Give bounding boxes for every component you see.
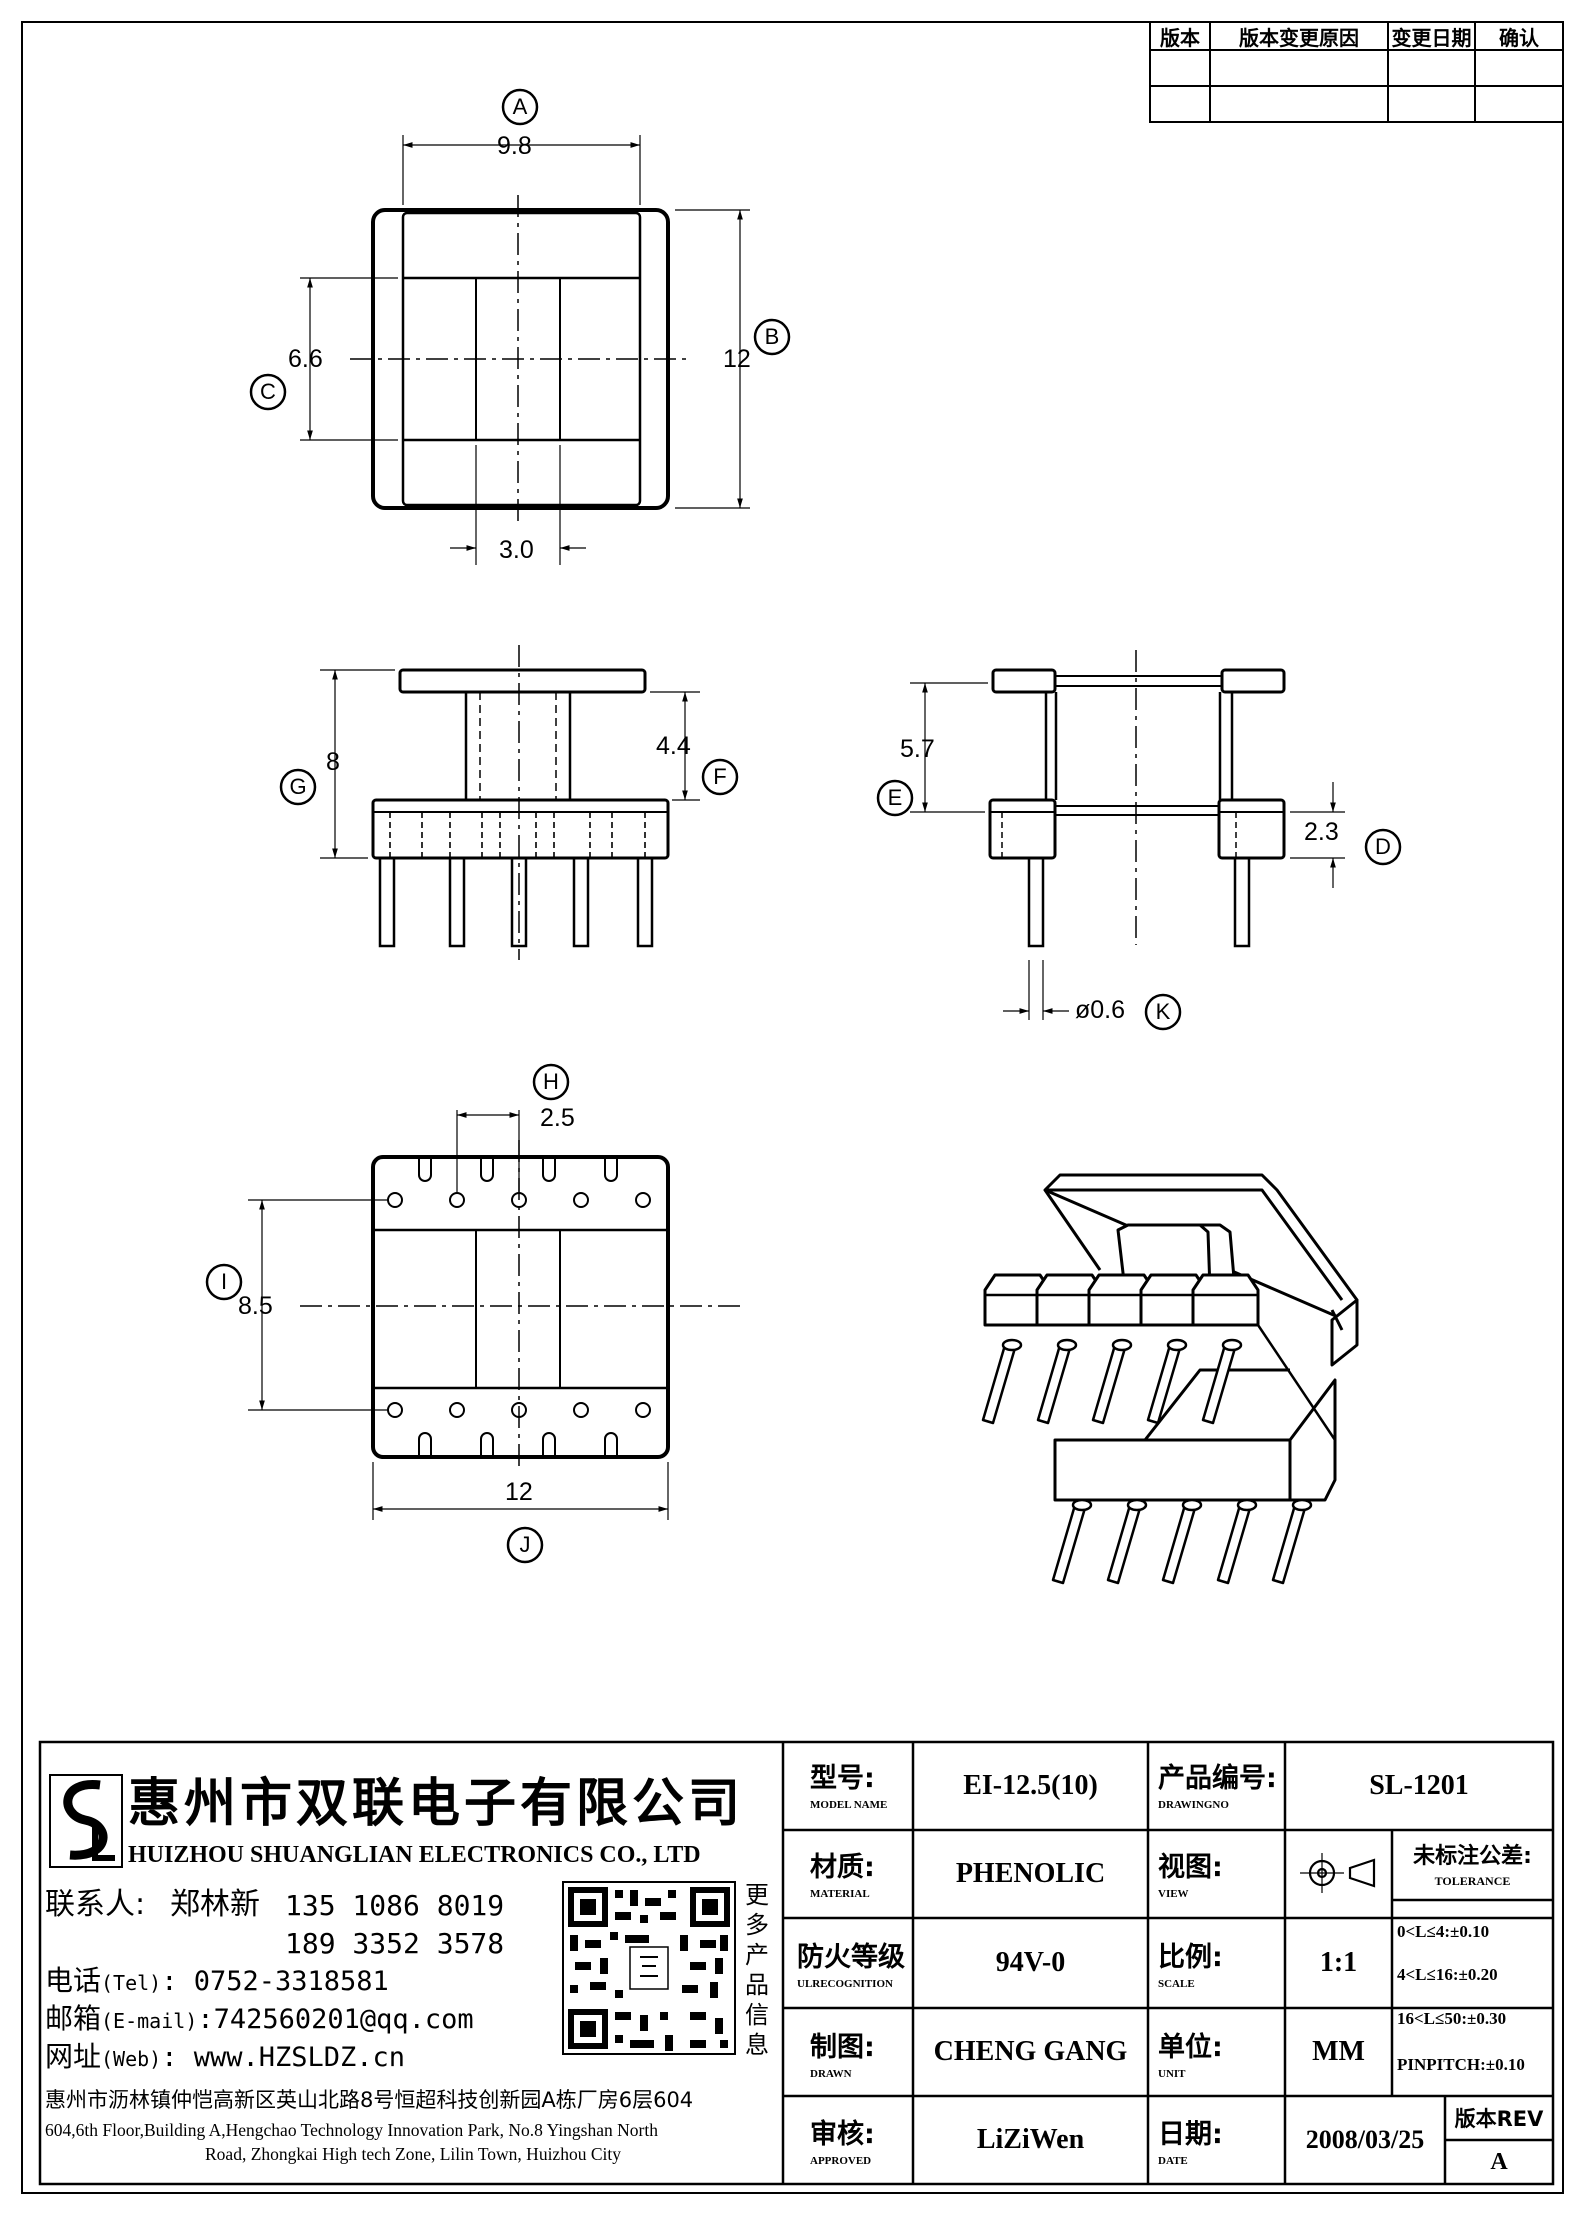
dim-top-height: 12	[723, 345, 751, 373]
qr-note-char: 多	[745, 1911, 769, 1939]
tolerance-label: 未标注公差: TOLERANCE	[1413, 1844, 1532, 1888]
scale-value: 1:1	[1319, 1947, 1358, 1978]
company-name-en: HUIZHOU SHUANGLIAN ELECTRONICS CO., LTD	[128, 1842, 701, 1868]
front-view	[320, 645, 700, 960]
model-value: EI-12.5(10)	[963, 1770, 1098, 1801]
approved-value: LiZiWen	[976, 2124, 1085, 2155]
label-f: F	[713, 764, 727, 789]
dim-top-width: 9.8	[497, 132, 532, 160]
contact-label: 联系人:	[45, 1887, 146, 1922]
web-label-en: (Web)	[101, 2047, 162, 2071]
sheet-border	[21, 21, 1564, 2194]
tolerance-3: 16<L≤50:±0.30	[1397, 2009, 1507, 2028]
qr-note-char: 品	[745, 1971, 769, 1999]
qr-note-char: 息	[745, 2031, 769, 2059]
top-view	[300, 135, 750, 565]
qr-note-char: 产	[745, 1941, 769, 1969]
drawing-no-label: 产品编号:DRAWINGNO	[1158, 1763, 1277, 1811]
label-circles	[205, 88, 1402, 1564]
tel-row: 电话(Tel): 0752-3318581	[45, 1964, 389, 1997]
rev-label: 版本REV	[1454, 2107, 1544, 2131]
web-row: 网址(Web): www.HZSLDZ.cn	[45, 2040, 406, 2073]
dim-center-c: 6.6	[288, 345, 323, 373]
dim-pin-dia: ø0.6	[1075, 996, 1126, 1024]
qr-note: 更 多 产 品 信 息	[742, 1880, 772, 2060]
model-label: 型号:MODEL NAME	[810, 1763, 888, 1811]
third-angle-symbol	[1300, 1853, 1376, 1893]
drawing-no-value: SL-1201	[1369, 1770, 1469, 1801]
drawn-label: 制图:DRAWN	[810, 2032, 875, 2080]
email-label: 邮箱	[45, 2002, 102, 2035]
view-label: 视图:VIEW	[1158, 1852, 1223, 1900]
address-en-2: Road, Zhongkai High tech Zone, Lilin Tow…	[205, 2144, 621, 2164]
web-value: : www.HZSLDZ.cn	[161, 2042, 406, 2073]
rev-value: A	[1490, 2148, 1508, 2175]
unit-label: 单位:UNIT	[1158, 2032, 1223, 2080]
label-e: E	[887, 785, 903, 810]
scale-label: 比例:SCALE	[1158, 1942, 1223, 1990]
rev-header-reason: 版本变更原因	[1239, 25, 1359, 50]
drawn-value: CHENG GANG	[933, 2036, 1128, 2067]
web-label: 网址	[45, 2040, 102, 2073]
dim-front-f: 4.4	[656, 732, 691, 760]
revision-table-grid	[1149, 21, 1564, 123]
unit-value: MM	[1312, 2036, 1365, 2067]
email-row: 邮箱(E-mail):742560201@qq.com	[45, 2002, 474, 2035]
label-c: C	[260, 379, 276, 404]
company-name-cn: 惠州市双联电子有限公司	[128, 1773, 745, 1834]
dim-slot-width: 3.0	[499, 536, 534, 564]
contact-name: 郑林新	[170, 1887, 260, 1922]
bottom-view	[248, 1110, 740, 1520]
rev-header-version: 版本	[1160, 25, 1200, 50]
dim-pitch: 2.5	[540, 1104, 575, 1132]
material-label: 材质:MATERIAL	[810, 1852, 875, 1900]
side-view	[910, 650, 1345, 1020]
approved-label: 审核:APPROVED	[810, 2119, 875, 2167]
tel-label-en: (Tel)	[101, 1971, 162, 1995]
dim-side-e: 5.7	[900, 735, 935, 763]
qr-note-char: 更	[745, 1881, 769, 1909]
tolerance-1: 0<L≤4:±0.10	[1397, 1922, 1490, 1941]
dim-front-height: 8	[326, 748, 340, 776]
address-en-1: 604,6th Floor,Building A,Hengchao Techno…	[45, 2120, 658, 2140]
date-value: 2008/03/25	[1305, 2125, 1425, 2154]
label-d: D	[1375, 834, 1391, 859]
tel-value: : 0752-3318581	[161, 1966, 389, 1997]
label-a: A	[512, 94, 528, 119]
rev-header-confirm: 确认	[1499, 25, 1539, 50]
title-block-grid	[38, 1740, 1555, 2186]
flame-value: 94V-0	[995, 1947, 1066, 1978]
dim-side-d: 2.3	[1304, 818, 1339, 846]
tolerance-4: PINPITCH:±0.10	[1397, 2055, 1525, 2074]
tolerance-2: 4<L≤16:±0.20	[1397, 1965, 1498, 1984]
dim-bottom-width: 12	[505, 1478, 533, 1506]
label-b: B	[764, 324, 780, 349]
label-g: G	[289, 774, 307, 799]
address-cn: 惠州市沥林镇仲恺高新区英山北路8号恒超科技创新园A栋厂房6层604	[45, 2088, 694, 2112]
email-value: :742560201@qq.com	[197, 2004, 474, 2035]
qr-note-char: 信	[745, 2001, 769, 2029]
contact-phone-1: 135 1086 8019	[285, 1889, 505, 1922]
date-label: 日期:DATE	[1158, 2119, 1223, 2167]
company-logo-icon	[49, 1774, 123, 1868]
label-h: H	[543, 1069, 559, 1094]
label-j: J	[519, 1532, 531, 1557]
label-k: K	[1155, 999, 1171, 1024]
dim-bottom-i: 8.5	[238, 1292, 273, 1320]
rev-header-date: 变更日期	[1391, 25, 1472, 50]
contact-phone-2: 189 3352 3578	[285, 1927, 505, 1960]
material-value: PHENOLIC	[955, 1858, 1106, 1889]
email-label-en: (E-mail)	[101, 2009, 198, 2033]
qr-code-icon	[562, 1881, 736, 2055]
isometric-view	[981, 1173, 1359, 1585]
tel-label: 电话	[45, 1964, 102, 1997]
label-i: I	[220, 1269, 228, 1294]
